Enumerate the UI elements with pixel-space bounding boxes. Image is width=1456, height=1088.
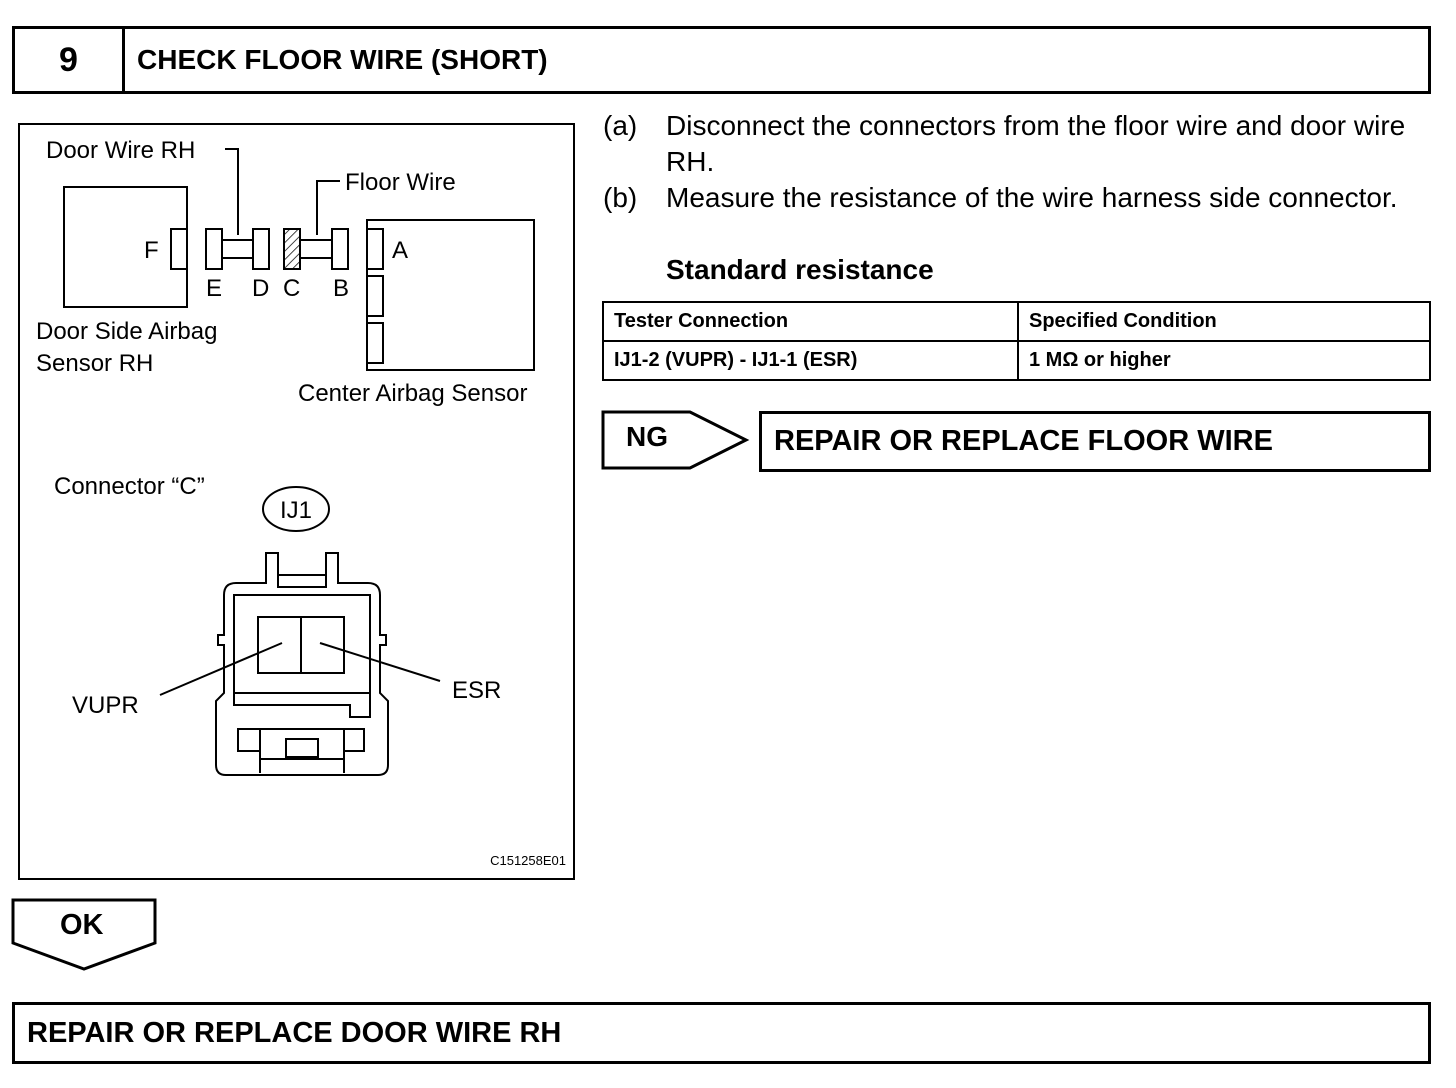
spec-table: Tester Connection Specified Condition IJ… [602,301,1431,381]
connector-key [285,738,319,758]
spec-table-header-row: Tester Connection Specified Condition [602,301,1431,342]
wiring-diagram-figure: Door Wire RH Floor Wire F E D C B A Door… [18,123,575,880]
ng-label: NG [626,421,668,452]
connector-e [205,228,223,270]
door-wire-leader [225,148,239,235]
connector-letter-a: A [392,237,408,264]
ok-result-box: REPAIR OR REPLACE DOOR WIRE RH [12,1002,1431,1064]
connector-a-3 [366,322,384,364]
floor-wire-leader [316,180,340,235]
esr-leader [319,642,441,682]
spec-header-specified-condition: Specified Condition [1017,301,1431,342]
standard-resistance-heading: Standard resistance [666,254,934,285]
instruction-a: (a) Disconnect the connectors from the f… [603,108,1433,180]
step-title: CHECK FLOOR WIRE (SHORT) [137,44,548,75]
connector-letter-b: B [333,275,349,302]
instruction-b-text: Measure the resistance of the wire harne… [666,182,1398,213]
pin-esr-label: ESR [452,677,501,704]
instruction-b-label: (b) [603,182,638,213]
door-side-airbag-sensor-box [63,186,188,308]
pin-vupr-label: VUPR [72,692,139,719]
connector-letter-f: F [144,237,159,264]
connector-letter-c: C [283,275,300,302]
ng-result-box: REPAIR OR REPLACE FLOOR WIRE [759,411,1431,472]
center-airbag-sensor-label: Center Airbag Sensor [298,380,527,407]
door-side-airbag-sensor-label-1: Door Side Airbag [36,318,217,345]
spec-cell-specified-condition: 1 MΩ or higher [1017,340,1431,381]
wiring-diagram: Door Wire RH Floor Wire F E D C B A Door… [36,137,566,868]
instruction-b: (b) Measure the resistance of the wire h… [603,180,1433,252]
table-row: IJ1-2 (VUPR) - IJ1-1 (ESR) 1 MΩ or highe… [602,340,1431,381]
floor-wire-body [299,239,333,259]
step-header: 9 CHECK FLOOR WIRE (SHORT) [12,26,1431,94]
connector-latch [237,728,365,773]
connector-d [252,228,270,270]
connector-code-label: IJ1 [280,497,312,524]
door-side-airbag-sensor-label-2: Sensor RH [36,350,153,377]
connector-code-badge [262,486,330,532]
connector-c-label: Connector “C” [54,473,205,500]
instruction-a-text: Disconnect the connectors from the floor… [666,110,1406,177]
connector-letter-d: D [252,275,269,302]
connector-b [331,228,349,270]
ok-arrow-icon [11,898,157,971]
connector-housing [215,552,389,776]
ng-arrow-icon [601,410,750,470]
connector-lock-tab [233,693,371,718]
floor-wire-label: Floor Wire [345,169,456,196]
connector-f [170,228,188,270]
spec-cell-tester-connection: IJ1-2 (VUPR) - IJ1-1 (ESR) [602,340,1019,381]
vupr-leader [159,642,283,696]
ok-label: OK [60,909,104,941]
step-number: 9 [15,29,125,91]
connector-a-1 [366,228,384,270]
figure-id: C151258E01 [490,853,566,868]
spec-header-tester-connection: Tester Connection [602,301,1019,342]
connector-a-2 [366,275,384,317]
door-wire-body [221,239,254,259]
connector-letter-e: E [206,275,222,302]
door-wire-rh-label: Door Wire RH [46,137,195,164]
connector-c [283,228,301,270]
instruction-a-label: (a) [603,110,638,141]
